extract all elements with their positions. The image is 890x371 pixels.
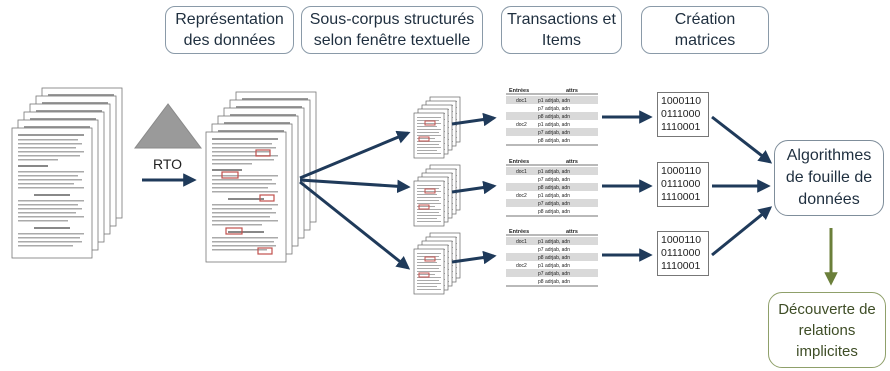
table-cell: p8 adrjab, adn: [538, 209, 570, 215]
arrow-split-top: [299, 130, 411, 180]
table-key: doc2: [516, 122, 527, 128]
table-header: Entrées: [509, 229, 529, 235]
table-cell: p1 adrjab, adn: [538, 98, 570, 104]
subcorpus-stack-1: [413, 96, 461, 159]
stage-box-sous-corpus: Sous-corpus structurés selon fenêtre tex…: [301, 6, 483, 54]
binary-matrix-3: 1000110 0111000 1110001: [657, 231, 709, 276]
table-cell: p8 adrjab, adn: [538, 255, 570, 261]
stage-box-creation-matrices: Création matrices: [641, 6, 769, 54]
matrix-row: 1110001: [661, 121, 701, 133]
table-header: attrs: [566, 88, 578, 94]
rto-label: RTO: [153, 156, 183, 172]
table-key: doc2: [516, 263, 527, 269]
arrow-split-middle: [299, 178, 411, 194]
subcorpus-stack-3: [413, 232, 461, 295]
arrow-split-bottom: [299, 180, 411, 270]
arrow-to-algorithms-3: [711, 206, 773, 257]
matrix-row: 1000110: [661, 234, 702, 246]
matrix-row: 1110001: [661, 260, 701, 272]
table-header: attrs: [566, 159, 578, 165]
transaction-table-3: Entrées attrs doc1 doc2 p1 adrjab, adn p…: [506, 229, 598, 287]
table-cell: p1 adrjab, adn: [538, 239, 570, 245]
table-header: attrs: [566, 229, 578, 235]
transaction-table-1: Entrées attrs doc1 doc2 p1 adrjab, adn p…: [506, 88, 598, 146]
table-cell: p7 adrjab, adn: [538, 130, 570, 136]
table-cell: p7 adrjab, adn: [538, 201, 570, 207]
discovery-box: Découverte de relations implicites: [768, 292, 886, 368]
table-cell: p8 adrjab, adn: [538, 114, 570, 120]
table-cell: p7 adrjab, adn: [538, 106, 570, 112]
stage-box-representation: Représentation des données: [165, 6, 294, 54]
table-key: doc1: [516, 169, 527, 175]
matrix-row: 0111000: [661, 108, 701, 120]
table-header: Entrées: [509, 159, 529, 165]
table-cell: p7 adrjab, adn: [538, 247, 570, 253]
table-cell: p7 adrjab, adn: [538, 271, 570, 277]
arrow-to-algorithms-1: [711, 115, 773, 164]
stage-box-transactions: Transactions et Items: [501, 6, 622, 54]
table-cell: p7 adrjab, adn: [538, 177, 570, 183]
table-header: Entrées: [509, 88, 529, 94]
table-cell: p1 adrjab, adn: [538, 169, 570, 175]
transaction-table-2: Entrées attrs doc1 doc2 p1 adrjab, adn p…: [506, 159, 598, 217]
subcorpus-stack-2: [413, 164, 461, 227]
matrix-row: 1000110: [661, 165, 702, 177]
matrix-row: 1110001: [661, 191, 701, 203]
binary-matrix-2: 1000110 0111000 1110001: [657, 162, 709, 207]
table-key: doc1: [516, 98, 527, 104]
table-cell: p1 adrjab, adn: [538, 193, 570, 199]
matrix-row: 1000110: [661, 95, 702, 107]
table-cell: p8 adrjab, adn: [538, 185, 570, 191]
table-cell: p1 adrjab, adn: [538, 263, 570, 269]
matrix-row: 0111000: [661, 178, 701, 190]
matrix-row: 0111000: [661, 247, 701, 259]
table-key: doc2: [516, 193, 527, 199]
rto-triangle-icon: [134, 103, 202, 149]
arrow-to-table-2: [451, 180, 497, 195]
arrow-to-table-3: [451, 250, 497, 265]
algorithms-box: Algorithmes de fouille de données: [774, 140, 884, 216]
arrow-to-table-1: [451, 112, 497, 127]
document-stack-raw: [11, 87, 123, 259]
document-stack-annotated: [205, 91, 317, 263]
binary-matrix-1: 1000110 0111000 1110001: [657, 92, 709, 137]
table-cell: p8 adrjab, adn: [538, 138, 570, 144]
table-cell: p8 adrjab, adn: [538, 279, 570, 285]
table-key: doc1: [516, 239, 527, 245]
table-cell: p1 adrjab, adn: [538, 122, 570, 128]
